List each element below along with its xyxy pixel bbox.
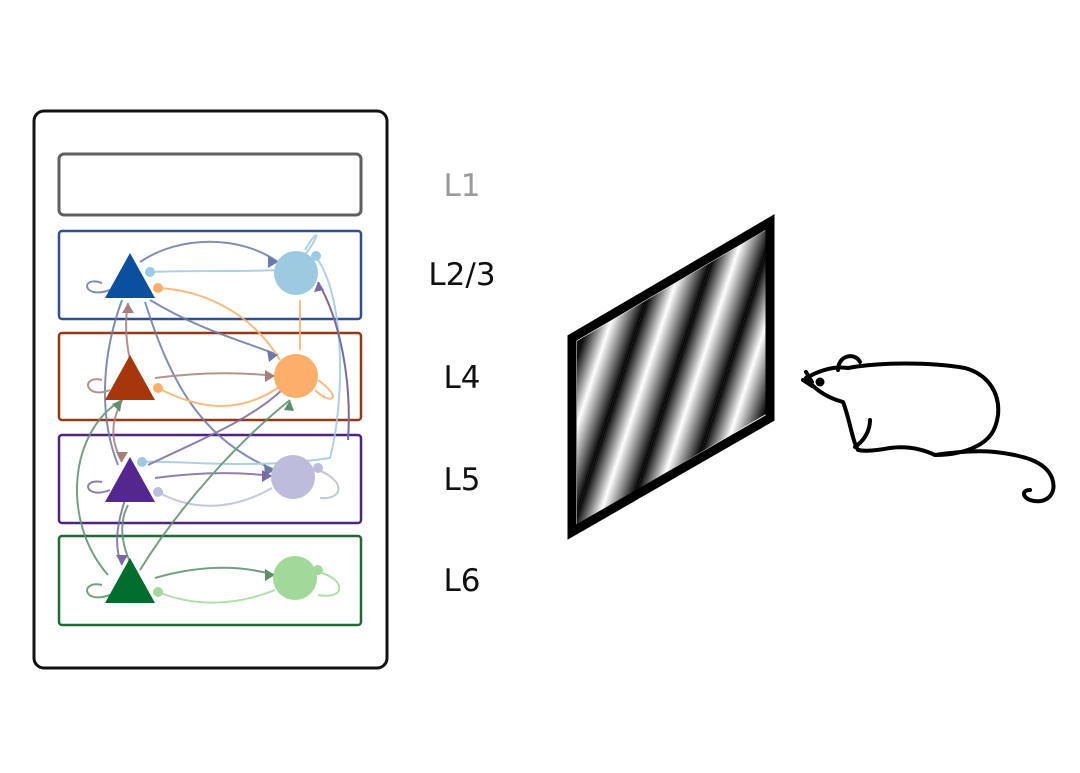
inhibitory-neuron-icon	[274, 251, 318, 295]
layer-label-l6: L6	[443, 563, 481, 599]
inhibitory-neuron-icon	[274, 354, 318, 398]
mouse-icon	[801, 354, 1056, 504]
neurons	[105, 251, 318, 603]
feedback-path	[317, 281, 350, 441]
layer-label-l5: L5	[443, 462, 481, 498]
layer-l6-box	[57, 534, 363, 627]
layer-l4-box	[57, 331, 363, 422]
layer-label-l23: L2/3	[428, 257, 496, 293]
layer-l1-box	[57, 152, 363, 217]
cortex-frame	[32, 109, 389, 670]
synapse-markers	[112, 251, 324, 597]
inhibitory-neuron-icon	[271, 455, 315, 499]
grating-screen-icon	[567, 214, 775, 540]
excitatory-neuron-icon	[105, 457, 155, 502]
excitatory-neuron-icon	[105, 253, 155, 298]
inhibitory-neuron-icon	[273, 556, 317, 600]
layer-l5-box	[57, 433, 363, 525]
excitatory-neuron-icon	[105, 355, 155, 400]
connections	[76, 234, 342, 604]
layer-label-l4: L4	[443, 360, 481, 396]
excitatory-neuron-icon	[105, 558, 155, 603]
layer-label-l1: L1	[443, 168, 481, 204]
layer-l23-box	[57, 229, 363, 321]
